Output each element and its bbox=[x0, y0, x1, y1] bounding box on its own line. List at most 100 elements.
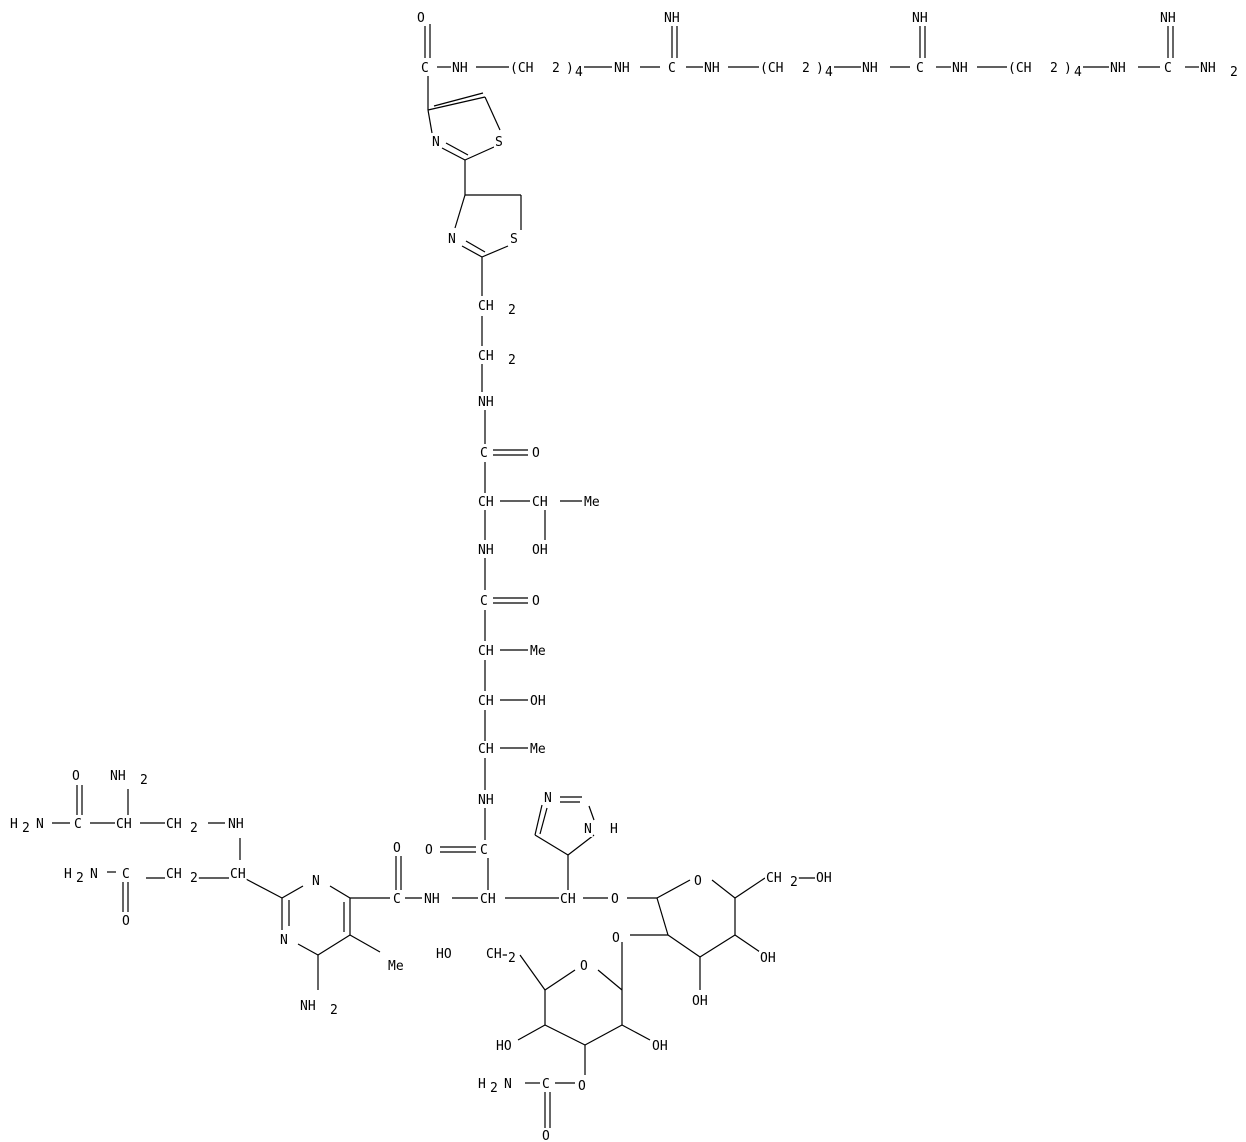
label-background bbox=[1109, 61, 1127, 76]
atom-label: 4 bbox=[575, 65, 583, 80]
label-background bbox=[435, 947, 453, 962]
atom-label: (CH bbox=[760, 61, 783, 76]
label-background bbox=[477, 495, 495, 510]
atom-label: H bbox=[64, 867, 72, 882]
label-background bbox=[507, 951, 517, 966]
label-background bbox=[109, 769, 127, 784]
label-background bbox=[1007, 61, 1033, 76]
atom-label: CH bbox=[560, 892, 576, 907]
atom-label: OH bbox=[816, 871, 832, 886]
label-background bbox=[1229, 65, 1239, 80]
atom-label: CH bbox=[478, 644, 494, 659]
atom-label: NH bbox=[614, 61, 630, 76]
atom-label: C bbox=[542, 1077, 550, 1092]
label-background bbox=[503, 1077, 513, 1092]
label-background bbox=[529, 742, 547, 757]
label-background bbox=[447, 232, 457, 247]
atom-label: OH bbox=[760, 951, 776, 966]
atom-label: CH bbox=[486, 947, 502, 962]
atom-label: N bbox=[504, 1077, 512, 1092]
label-background bbox=[392, 841, 402, 856]
atom-label: O bbox=[532, 594, 540, 609]
label-background bbox=[279, 933, 289, 948]
label-background bbox=[861, 61, 879, 76]
label-background bbox=[75, 871, 85, 886]
atom-label: O bbox=[417, 11, 425, 26]
label-background bbox=[1199, 61, 1217, 76]
atom-label: N bbox=[36, 817, 44, 832]
atom-label: NH bbox=[704, 61, 720, 76]
atom-label: ) bbox=[1064, 61, 1072, 76]
atom-label: 2 bbox=[190, 821, 198, 836]
label-background bbox=[531, 543, 549, 558]
label-background bbox=[915, 61, 925, 76]
label-background bbox=[477, 543, 495, 558]
atom-label: S bbox=[495, 135, 503, 150]
label-background bbox=[577, 1079, 587, 1094]
atom-label: OH bbox=[652, 1039, 668, 1054]
bonds bbox=[52, 24, 1200, 1128]
atom-label: NH bbox=[228, 817, 244, 832]
atom-label: NH bbox=[952, 61, 968, 76]
label-background bbox=[477, 694, 495, 709]
atom-label: Me bbox=[530, 644, 546, 659]
atom-label: 2 bbox=[790, 875, 798, 890]
label-background bbox=[531, 446, 541, 461]
atom-label: N bbox=[312, 874, 320, 889]
label-background bbox=[387, 959, 405, 974]
label-background bbox=[1049, 61, 1059, 76]
atom-label: CH bbox=[478, 495, 494, 510]
label-background bbox=[311, 874, 321, 889]
label-background bbox=[1159, 11, 1177, 26]
atom-label: N bbox=[584, 822, 592, 837]
label-background bbox=[611, 931, 621, 946]
label-background bbox=[420, 61, 430, 76]
label-background bbox=[477, 644, 495, 659]
atom-label: N bbox=[432, 135, 440, 150]
atom-label: NH bbox=[1200, 61, 1216, 76]
atom-label: NH bbox=[424, 892, 440, 907]
label-background bbox=[759, 951, 777, 966]
label-background bbox=[789, 875, 799, 890]
atom-label: NH bbox=[478, 543, 494, 558]
label-background bbox=[477, 742, 495, 757]
atom-label: 4 bbox=[825, 65, 833, 80]
atom-label: Me bbox=[530, 742, 546, 757]
atom-label: 2 bbox=[76, 871, 84, 886]
label-background bbox=[1073, 65, 1083, 80]
atom-label: 2 bbox=[508, 951, 516, 966]
atom-label: O bbox=[425, 843, 433, 858]
label-background bbox=[229, 867, 247, 882]
atom-label: O bbox=[694, 874, 702, 889]
atom-label: NH bbox=[862, 61, 878, 76]
label-background bbox=[329, 1003, 339, 1018]
atom-labels: O C NH (CH 2 ) 4 NH C NH NH (CH 2 ) 4 NH… bbox=[10, 11, 1238, 1142]
label-background bbox=[531, 495, 549, 510]
label-background bbox=[35, 817, 45, 832]
atom-label: CH bbox=[478, 299, 494, 314]
atom-label: NH bbox=[1110, 61, 1126, 76]
label-background bbox=[477, 395, 495, 410]
atom-label: O bbox=[393, 841, 401, 856]
label-background bbox=[115, 817, 133, 832]
label-background bbox=[71, 769, 81, 784]
atom-label: O bbox=[72, 769, 80, 784]
atom-label: HO bbox=[496, 1039, 512, 1054]
label-background bbox=[424, 843, 434, 858]
atom-label: O bbox=[122, 914, 130, 929]
label-background bbox=[529, 644, 547, 659]
atom-label: NH bbox=[110, 769, 126, 784]
label-background bbox=[9, 817, 19, 832]
atom-label: OH bbox=[692, 994, 708, 1009]
atom-label: CH bbox=[766, 871, 782, 886]
label-background bbox=[703, 61, 721, 76]
atom-label: N bbox=[280, 933, 288, 948]
label-background bbox=[73, 817, 83, 832]
atom-label: O bbox=[532, 446, 540, 461]
atom-label: CH bbox=[478, 349, 494, 364]
label-background bbox=[583, 822, 593, 837]
label-background bbox=[565, 61, 575, 76]
label-background bbox=[507, 303, 517, 318]
